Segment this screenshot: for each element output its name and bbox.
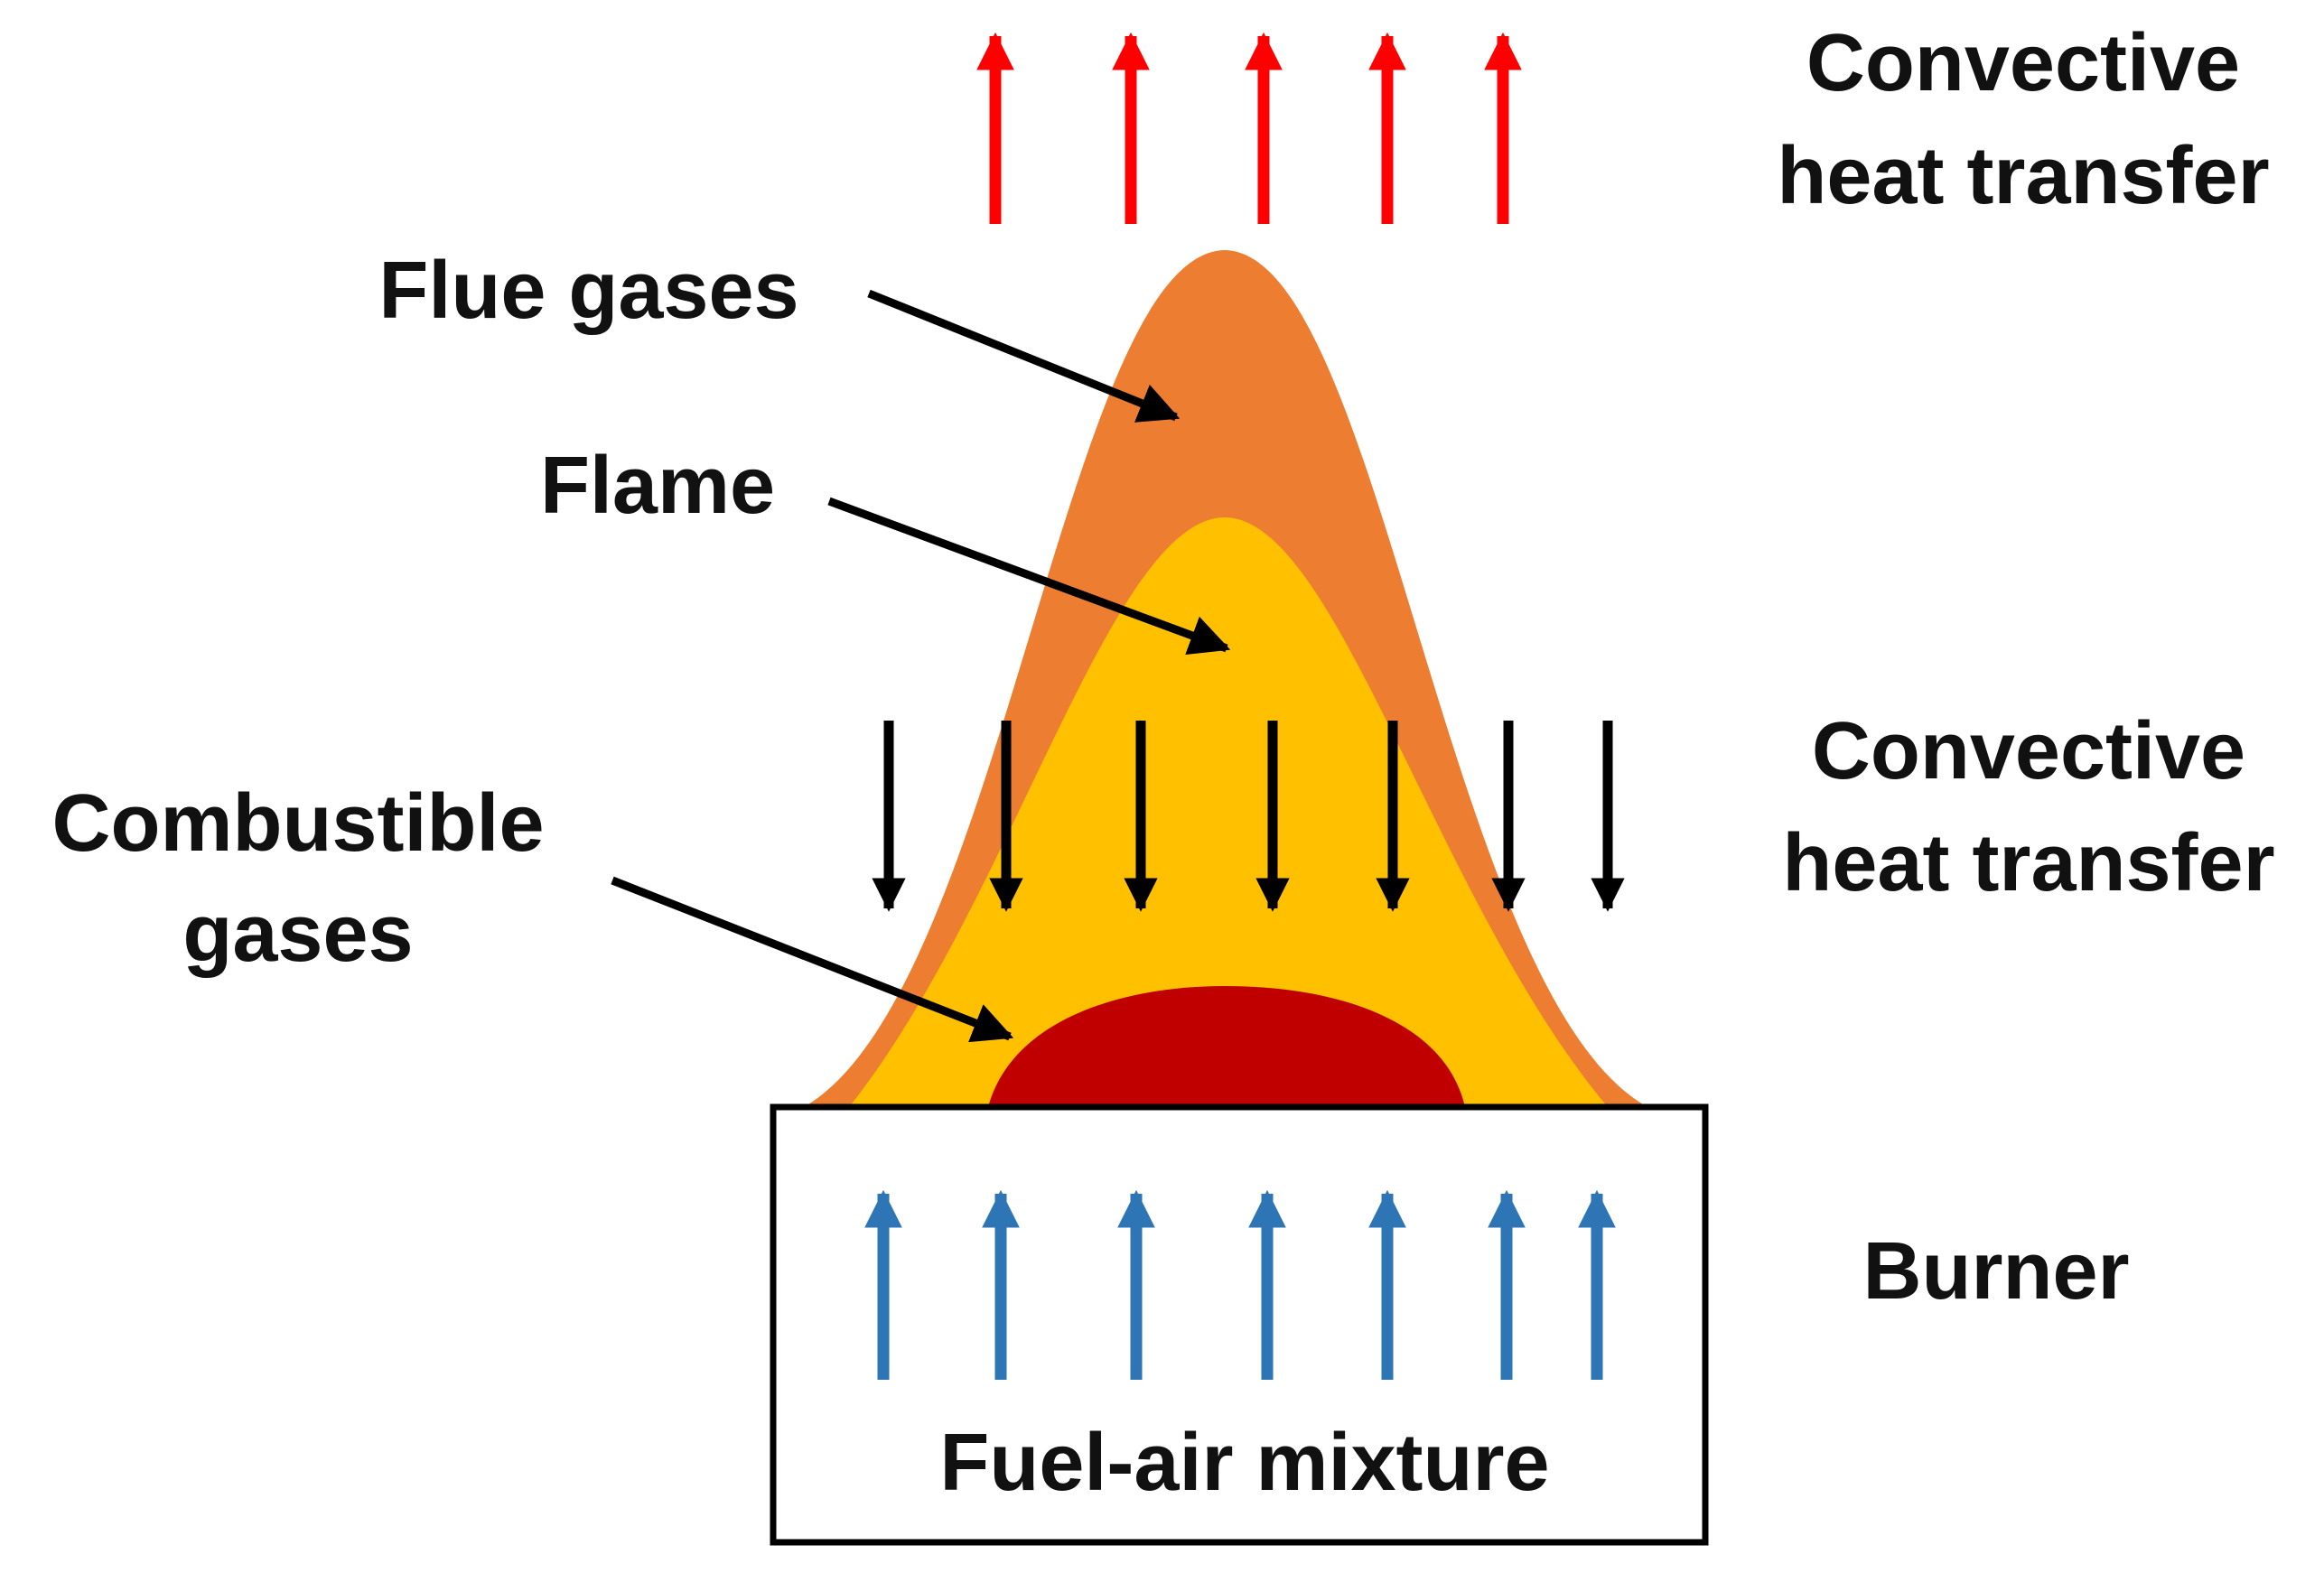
convective-top-label-line2: heat transfer: [1777, 131, 2269, 221]
convective-mid-label-line1: Convective: [1812, 706, 2245, 796]
convective-up-arrows: [976, 32, 1522, 224]
flue-gases-pointer: [867, 289, 1181, 423]
convective-mid-label-line2: heat transfer: [1782, 818, 2274, 908]
flame-pointer: [827, 497, 1231, 656]
flame-region: [849, 517, 1608, 1107]
burner-box: [770, 1103, 1709, 1546]
flame-label: Flame: [540, 441, 775, 531]
combustible-label-line2: gases: [182, 889, 413, 979]
fuel-air-arrows: [864, 1189, 1616, 1380]
convective-down-arrows: [872, 721, 1625, 912]
combustible-gases-region: [988, 986, 1465, 1107]
fuel-air-mixture-label: Fuel-air mixture: [939, 1418, 1549, 1508]
convective-top-label-line1: Convective: [1806, 18, 2240, 108]
burner-label: Burner: [1862, 1226, 2129, 1317]
pointer-arrows: [611, 289, 1231, 1043]
combustible-label-line1: Combustible: [51, 778, 544, 869]
flue-gases-label: Flue gases: [378, 246, 798, 336]
combustible-gases-pointer: [611, 876, 1014, 1043]
